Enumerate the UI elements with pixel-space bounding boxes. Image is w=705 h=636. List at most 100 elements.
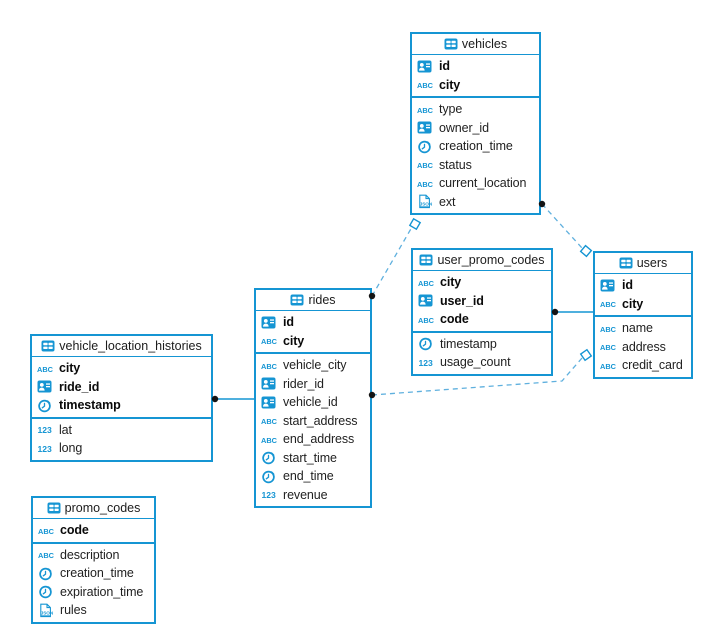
svg-text:ABC: ABC bbox=[600, 325, 617, 334]
column-timestamp: timestamp bbox=[418, 335, 546, 354]
id-card-icon bbox=[37, 379, 54, 394]
table-title: promo_codes bbox=[64, 501, 141, 515]
column-id: id bbox=[417, 57, 534, 76]
svg-text:ABC: ABC bbox=[261, 417, 278, 426]
table-header: vehicle_location_histories bbox=[32, 336, 211, 357]
column-name: timestamp bbox=[440, 336, 497, 351]
column-name: description bbox=[60, 547, 120, 562]
column-name: city bbox=[439, 77, 461, 92]
columns-section: timestamp 123 usage_count bbox=[413, 333, 551, 374]
column-id: id bbox=[600, 276, 686, 295]
column-city: ABC city bbox=[261, 332, 365, 351]
column-name: ride_id bbox=[59, 379, 100, 394]
column-description: ABC description bbox=[38, 546, 149, 565]
column-credit_card: ABC credit_card bbox=[600, 356, 686, 375]
clock-icon bbox=[261, 450, 278, 465]
id-card-icon bbox=[418, 293, 435, 308]
column-creation_time: creation_time bbox=[417, 137, 534, 156]
column-ride_id: ride_id bbox=[37, 378, 206, 397]
columns-section: ABC description creation_time expiration_ti… bbox=[33, 544, 154, 622]
column-name: status bbox=[439, 157, 472, 172]
column-name: expiration_time bbox=[60, 584, 144, 599]
svg-text:ABC: ABC bbox=[37, 365, 54, 374]
svg-text:ABC: ABC bbox=[600, 362, 617, 371]
table-grid-icon bbox=[444, 37, 458, 51]
column-end_time: end_time bbox=[261, 467, 365, 486]
abc-icon: ABC bbox=[261, 432, 278, 447]
table-header: promo_codes bbox=[33, 498, 154, 519]
column-start_time: start_time bbox=[261, 449, 365, 468]
table-grid-icon bbox=[419, 253, 433, 267]
clock-icon bbox=[418, 336, 435, 351]
table-header: vehicles bbox=[412, 34, 539, 55]
column-name: code bbox=[440, 312, 469, 327]
column-name: long bbox=[59, 441, 83, 456]
json-icon: JSON bbox=[38, 603, 55, 618]
column-long: 123 long bbox=[37, 439, 206, 458]
column-name: id bbox=[283, 315, 294, 330]
column-name: vehicle_id bbox=[283, 395, 338, 410]
column-name: id bbox=[439, 59, 450, 74]
column-name: current_location bbox=[439, 176, 527, 191]
column-name: creation_time bbox=[60, 566, 134, 581]
svg-text:ABC: ABC bbox=[418, 316, 435, 325]
edge-endpoint-diamond bbox=[408, 217, 422, 231]
column-rules: JSON rules bbox=[38, 601, 149, 620]
column-name: city bbox=[59, 361, 81, 376]
column-rider_id: rider_id bbox=[261, 375, 365, 394]
svg-text:ABC: ABC bbox=[261, 337, 278, 346]
column-name: user_id bbox=[440, 293, 484, 308]
abc-icon: ABC bbox=[261, 333, 278, 348]
abc-icon: ABC bbox=[417, 77, 434, 92]
abc-icon: ABC bbox=[600, 296, 617, 311]
column-name: city bbox=[283, 333, 305, 348]
table-header: user_promo_codes bbox=[413, 250, 551, 271]
svg-text:ABC: ABC bbox=[38, 527, 55, 536]
column-name: usage_count bbox=[440, 355, 511, 370]
id-card-icon bbox=[417, 120, 434, 135]
svg-text:123: 123 bbox=[38, 444, 53, 454]
column-name: credit_card bbox=[622, 358, 683, 373]
svg-text:ABC: ABC bbox=[261, 362, 278, 371]
abc-icon: ABC bbox=[417, 176, 434, 191]
svg-text:ABC: ABC bbox=[600, 300, 617, 309]
column-name: name bbox=[622, 321, 653, 336]
edge-endpoint-diamond bbox=[579, 348, 593, 362]
column-name: rules bbox=[60, 603, 87, 618]
column-name: type bbox=[439, 102, 463, 117]
123-icon: 123 bbox=[418, 355, 435, 370]
table-title: vehicles bbox=[461, 37, 508, 51]
123-icon: 123 bbox=[37, 422, 54, 437]
table-grid-icon bbox=[290, 293, 304, 307]
id-card-icon bbox=[600, 278, 617, 293]
table-vehicle_location_histories[interactable]: vehicle_location_histories ABC city ride_i… bbox=[30, 334, 213, 462]
column-creation_time: creation_time bbox=[38, 564, 149, 583]
table-header: rides bbox=[256, 290, 370, 311]
abc-icon: ABC bbox=[38, 547, 55, 562]
id-card-icon bbox=[261, 376, 278, 391]
table-header: users bbox=[595, 253, 691, 274]
column-name: end_address bbox=[283, 432, 355, 447]
relationship-vehicle_location_histories-rides bbox=[211, 395, 254, 403]
column-name: owner_id bbox=[439, 120, 489, 135]
